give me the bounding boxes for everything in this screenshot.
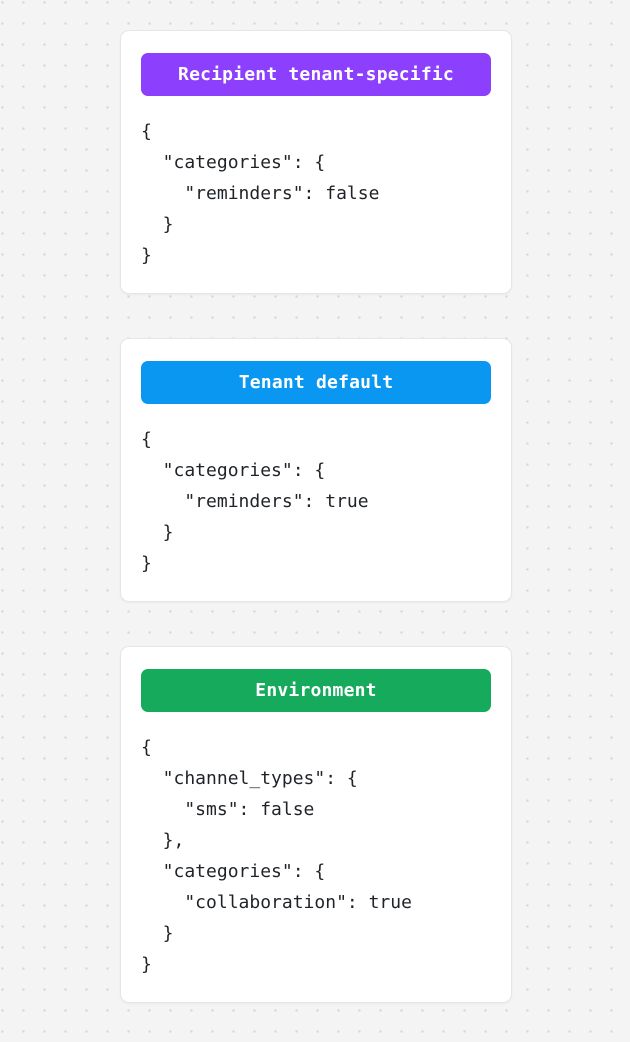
preference-card-environment: Environment { "channel_types": { "sms": … [120, 646, 512, 1003]
card-json-tenant-default: { "categories": { "reminders": true } } [141, 429, 369, 574]
preference-cards-stack: Recipient tenant-specific { "categories"… [120, 30, 512, 1003]
card-badge-recipient-tenant-specific: Recipient tenant-specific [141, 53, 491, 96]
card-badge-environment: Environment [141, 669, 491, 712]
preference-card-tenant-default: Tenant default { "categories": { "remind… [120, 338, 512, 602]
card-json-recipient-tenant-specific: { "categories": { "reminders": false } } [141, 121, 380, 266]
card-badge-tenant-default: Tenant default [141, 361, 491, 404]
preference-card-recipient-tenant-specific: Recipient tenant-specific { "categories"… [120, 30, 512, 294]
card-json-environment: { "channel_types": { "sms": false }, "ca… [141, 737, 412, 975]
